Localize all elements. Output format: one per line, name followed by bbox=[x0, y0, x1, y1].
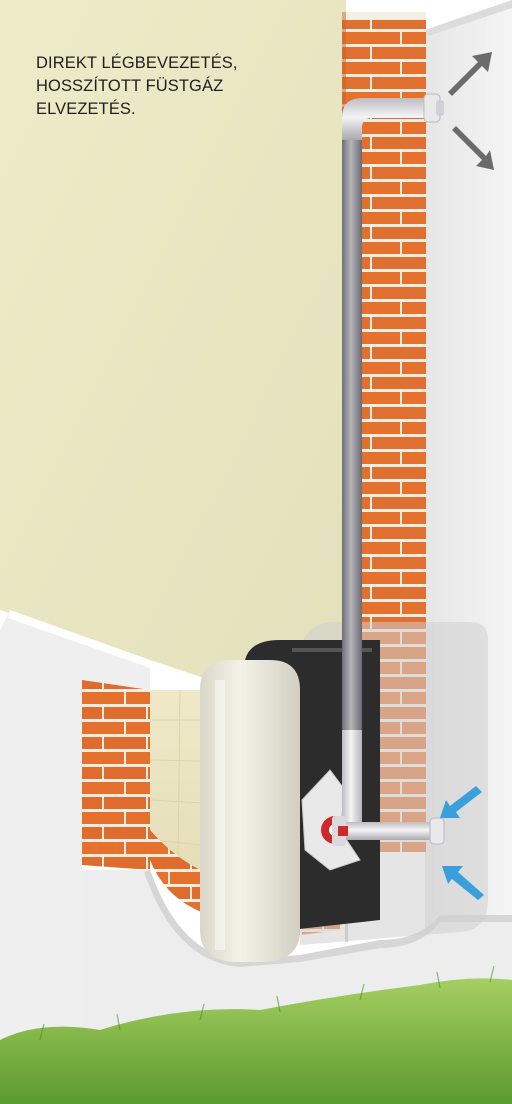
flue-pipe-horizontal bbox=[335, 822, 435, 840]
caption-line-2: HOSSZÍTOTT FÜSTGÁZ bbox=[36, 75, 286, 98]
caption-line-3: ELVEZETÉS. bbox=[36, 98, 286, 121]
brick-wall-top bbox=[342, 12, 426, 20]
flue-pipe-lower bbox=[342, 730, 362, 825]
flue-terminal-bottom bbox=[430, 818, 444, 844]
brick-wall-left bbox=[82, 680, 150, 870]
caption-line-1: DIREKT LÉGBEVEZETÉS, bbox=[36, 52, 286, 75]
diagram-caption: DIREKT LÉGBEVEZETÉS, HOSSZÍTOTT FÜSTGÁZ … bbox=[36, 52, 286, 121]
flue-pipe-vertical bbox=[342, 120, 362, 730]
